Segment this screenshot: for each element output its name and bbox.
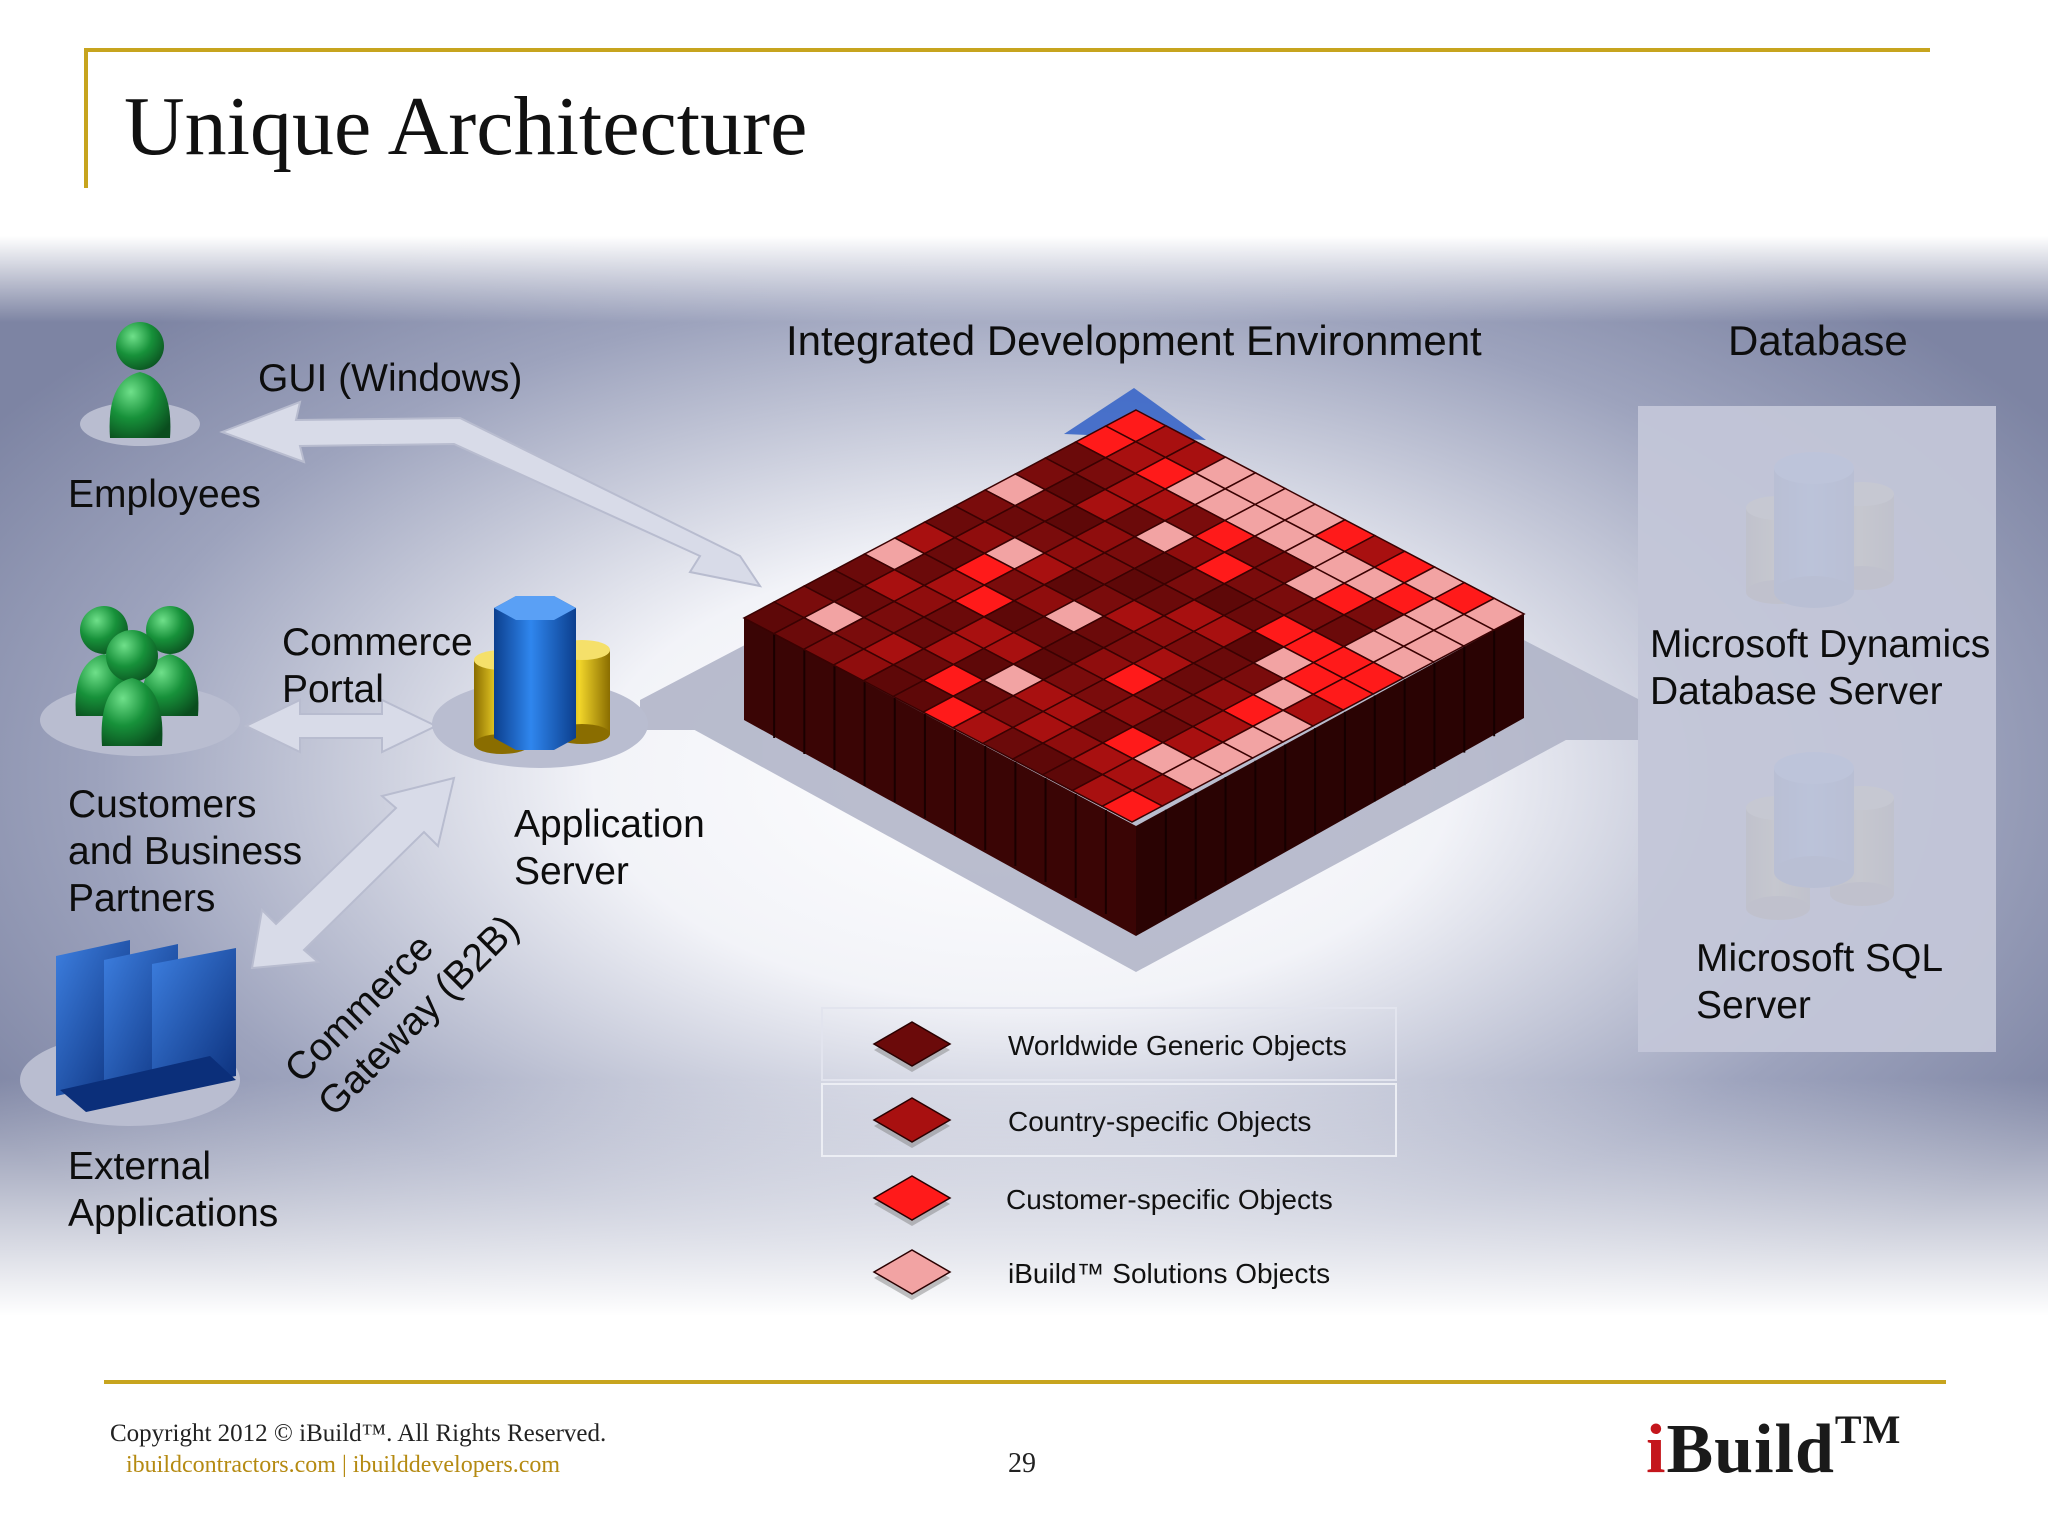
grid-cell [1100, 789, 1164, 823]
gateway-arrow [250, 776, 456, 970]
page-number: 29 [1008, 1448, 1036, 1479]
object-grid [742, 409, 1526, 823]
footer-links[interactable]: ibuildcontractors.com | ibuilddevelopers… [126, 1452, 561, 1478]
gui-arrow [219, 400, 763, 588]
top-rule [84, 48, 1930, 52]
employee-person-icon [80, 322, 200, 446]
sql-server-label: Microsoft SQL Server [1696, 937, 1944, 1027]
employees-label: Employees [68, 473, 261, 516]
cube-left-face [744, 618, 1136, 936]
legend-label-ibuild: iBuild™ Solutions Objects [1008, 1258, 1331, 1289]
legend-label-country: Country-specific Objects [1008, 1106, 1312, 1137]
legend-swatch [872, 1175, 952, 1221]
legend-swatch [872, 1249, 952, 1295]
cube-columns [773, 630, 1496, 916]
cube-right-face [1136, 614, 1524, 936]
legend-label-worldwide: Worldwide Generic Objects [1008, 1030, 1347, 1061]
application-server-label: Application Server [514, 803, 705, 893]
external-applications-label: External Applications [68, 1145, 279, 1235]
ibuild-logo: iBuildTM [1646, 1407, 1902, 1488]
legend-swatch [872, 1021, 952, 1067]
left-rule [84, 48, 88, 188]
legend-frame [821, 1007, 1397, 1157]
customers-label: Customers and Business Partners [68, 783, 303, 920]
application-server-icon [432, 596, 648, 768]
ide-title: Integrated Development Environment [786, 317, 1482, 364]
gui-label: GUI (Windows) [258, 357, 523, 400]
legend-swatch [872, 1097, 952, 1143]
external-applications-icon [20, 940, 240, 1126]
dynamics-db-label: Microsoft Dynamics Database Server [1650, 623, 1991, 713]
commerce-portal-label: Commerce Portal [282, 621, 473, 711]
copyright-text: Copyright 2012 © iBuild™. All Rights Res… [110, 1420, 607, 1447]
footer-rule [104, 1380, 1946, 1384]
database-panel [1638, 406, 1996, 1052]
page-title: Unique Architecture [124, 80, 808, 173]
database-title: Database [1728, 317, 1908, 364]
legend-label-customer: Customer-specific Objects [1006, 1184, 1333, 1215]
customers-people-icon [40, 606, 240, 756]
legend-swatches [872, 1021, 952, 1300]
